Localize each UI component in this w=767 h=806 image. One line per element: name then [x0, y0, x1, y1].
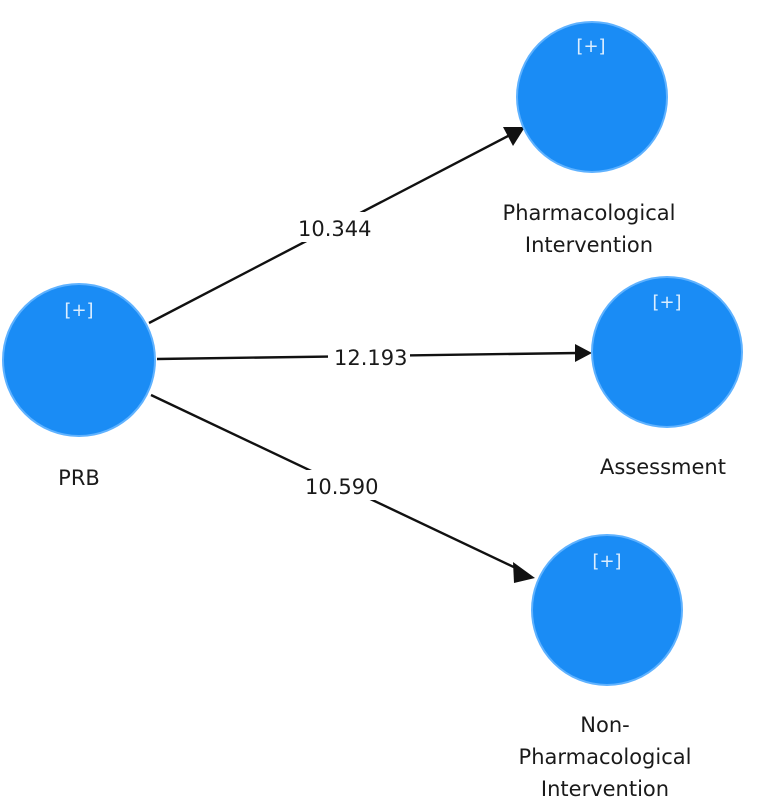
- edge-value-label: 12.193: [334, 346, 407, 370]
- node-label: Assessment: [600, 455, 726, 479]
- arrow-head-icon: [575, 344, 592, 362]
- node-label-line: Intervention: [541, 777, 669, 801]
- edge-value-label: 10.344: [298, 217, 371, 241]
- edge-prb-non-pharmacological[interactable]: 10.590: [150, 393, 535, 583]
- expand-marker-icon[interactable]: [+]: [592, 551, 621, 572]
- node-label: PRB: [58, 466, 100, 490]
- node-circle: [591, 276, 743, 428]
- arrow-head-icon: [503, 127, 525, 146]
- node-label-line: Pharmacological: [503, 201, 676, 225]
- edge-value-label: 10.590: [305, 475, 378, 499]
- expand-marker-icon[interactable]: [+]: [652, 292, 681, 313]
- node-circle: [531, 534, 683, 686]
- node-label-line: Pharmacological: [519, 745, 692, 769]
- node-non-pharmacological-intervention[interactable]: [+] Non- Pharmacological Intervention: [519, 534, 692, 801]
- edge-prb-assessment[interactable]: 12.193: [156, 342, 592, 370]
- node-circle: [516, 21, 668, 173]
- expand-marker-icon[interactable]: [+]: [576, 36, 605, 57]
- node-prb[interactable]: [+] PRB: [2, 283, 156, 490]
- edge-prb-pharmacological[interactable]: 10.344: [148, 127, 525, 325]
- edge-label-background: [328, 342, 410, 370]
- node-label-line: Non-: [580, 713, 629, 737]
- edge-label-background: [302, 470, 384, 500]
- node-label-line: Intervention: [525, 233, 653, 257]
- node-assessment[interactable]: [+] Assessment: [591, 276, 743, 479]
- node-circle: [2, 283, 156, 437]
- edge-label-background: [296, 212, 376, 242]
- arrow-head-icon: [513, 562, 535, 583]
- expand-marker-icon[interactable]: [+]: [64, 300, 93, 321]
- node-pharmacological-intervention[interactable]: [+] Pharmacological Intervention: [503, 21, 676, 257]
